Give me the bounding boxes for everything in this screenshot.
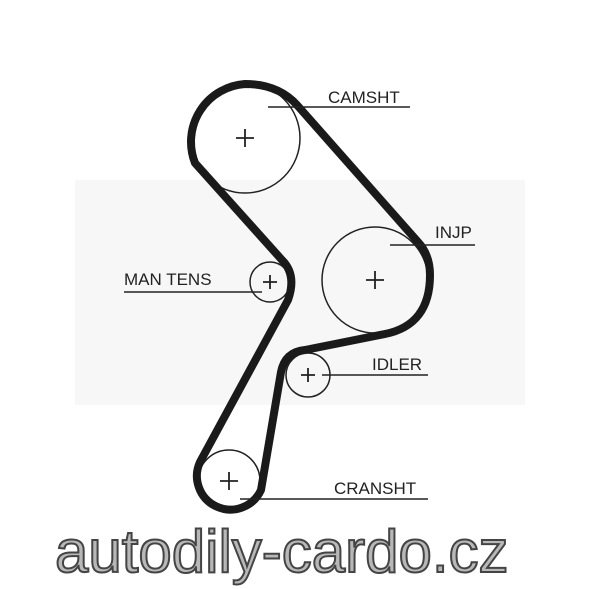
watermark: autodily-cardo.cz — [55, 518, 509, 585]
injection-pump-label: INJP — [435, 223, 472, 242]
idler-label: IDLER — [372, 355, 422, 374]
manual-tensioner-label: MAN TENS — [124, 270, 212, 289]
crankshaft-label: CRANSHT — [334, 479, 416, 498]
timing-belt — [187, 80, 434, 514]
center-marks — [220, 129, 384, 490]
camshaft-label: CAMSHT — [328, 88, 400, 107]
